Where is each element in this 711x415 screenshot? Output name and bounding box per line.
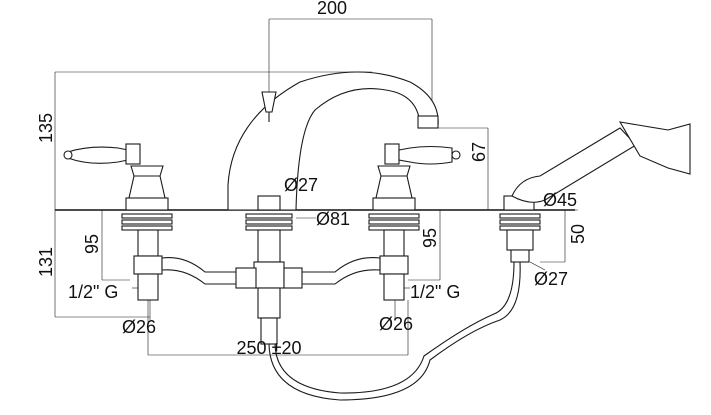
hand-shower bbox=[499, 121, 691, 263]
dim-95-right-label: 95 bbox=[420, 228, 440, 248]
dia-26-right-label: Ø26 bbox=[379, 314, 413, 334]
dim-50-label: 50 bbox=[568, 224, 588, 244]
dim-131-label: 131 bbox=[36, 247, 56, 277]
connecting-hoses bbox=[161, 257, 381, 289]
dia-27-right-label: Ø27 bbox=[534, 269, 568, 289]
right-valve bbox=[368, 143, 461, 301]
dim-135-label: 135 bbox=[36, 113, 56, 143]
dia-27-top-label: Ø27 bbox=[284, 175, 318, 195]
dim-95-left-label: 95 bbox=[82, 234, 102, 254]
left-valve bbox=[63, 143, 173, 301]
thread-right-label: 1/2" G bbox=[410, 282, 460, 302]
dia-26-left-label: Ø26 bbox=[122, 317, 156, 337]
spacing-label: 250 ±20 bbox=[237, 338, 302, 358]
shower-hose bbox=[268, 261, 521, 401]
dim-67-label: 67 bbox=[469, 142, 489, 162]
spout bbox=[227, 71, 439, 345]
dia-81-label: Ø81 bbox=[316, 209, 350, 229]
dim-200-label: 200 bbox=[317, 0, 347, 18]
thread-left-label: 1/2" G bbox=[68, 282, 118, 302]
dia-45-label: Ø45 bbox=[543, 190, 577, 210]
